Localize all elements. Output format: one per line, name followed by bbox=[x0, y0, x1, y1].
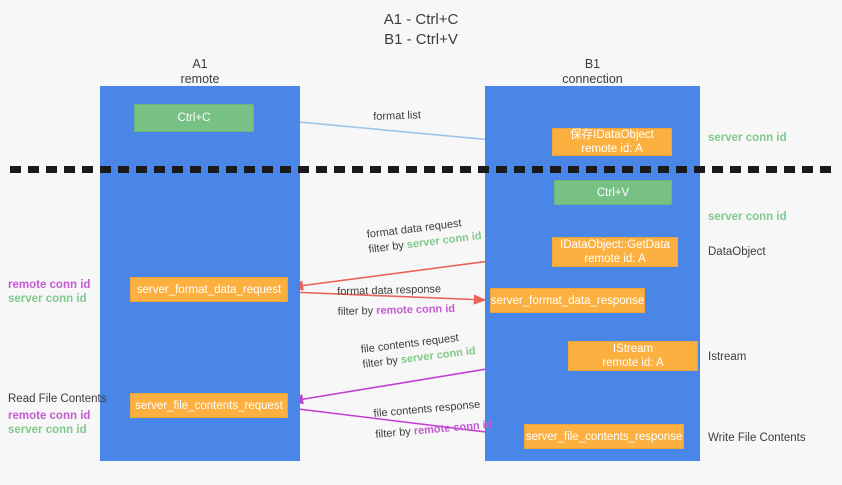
edge-label-format-data-response: format data response filter by remote co… bbox=[337, 282, 455, 320]
box-ctrl-c[interactable]: Ctrl+C bbox=[134, 104, 254, 132]
arrow-file-contents-response bbox=[289, 407, 521, 440]
label-write-file-contents: Write File Contents bbox=[708, 432, 806, 444]
label-dataobject: DataObject bbox=[708, 246, 766, 258]
label-server-conn-id-mid: server conn id bbox=[708, 211, 787, 223]
box-server-file-contents-request[interactable]: server_file_contents_request bbox=[130, 393, 288, 418]
filter-prefix: filter by bbox=[374, 425, 415, 441]
edge-label-format-list-text: format list bbox=[373, 109, 422, 123]
box-ctrl-v[interactable]: Ctrl+V bbox=[554, 180, 672, 205]
label-server-conn-id-1: server conn id bbox=[8, 293, 87, 305]
box-istream[interactable]: IStream remote id: A bbox=[568, 341, 698, 371]
label-server-conn-id-2: server conn id bbox=[8, 424, 87, 436]
box-server-file-contents-response[interactable]: server_file_contents_response bbox=[524, 424, 684, 449]
label-remote-conn-id-2: remote conn id bbox=[8, 410, 91, 422]
label-conn-ids-format: remote conn id server conn id bbox=[8, 278, 90, 306]
label-read-file-contents: Read File Contents bbox=[8, 393, 107, 405]
label-istream: Istream bbox=[708, 351, 747, 363]
column-a1-name: A1 bbox=[192, 57, 208, 71]
label-server-conn-id-top: server conn id bbox=[708, 132, 787, 144]
box-istream-title: IStream bbox=[612, 343, 654, 355]
box-server-file-contents-request-label: server_file_contents_request bbox=[135, 399, 283, 412]
box-server-format-data-response[interactable]: server_format_data_response bbox=[490, 288, 645, 313]
column-header-b1: B1 connection bbox=[485, 57, 700, 87]
label-remote-conn-id-1: remote conn id bbox=[8, 279, 91, 291]
box-idataobject-getdata[interactable]: IDataObject::GetData remote id: A bbox=[552, 237, 678, 267]
box-getdata-remote-id: remote id: A bbox=[584, 253, 646, 265]
column-b1-sub: connection bbox=[562, 72, 623, 86]
box-istream-remote-id: remote id: A bbox=[602, 357, 664, 369]
column-header-a1: A1 remote bbox=[100, 57, 300, 87]
box-idataobject[interactable]: 保存IDataObject remote id: A bbox=[552, 128, 672, 156]
label-conn-ids-file: remote conn id server conn id bbox=[8, 409, 90, 437]
column-a1-sub: remote bbox=[180, 72, 220, 86]
box-ctrl-c-label: Ctrl+C bbox=[177, 112, 211, 124]
box-ctrl-v-label: Ctrl+V bbox=[596, 186, 630, 199]
edge-label-format-list: format list bbox=[373, 108, 421, 125]
box-idataobject-title: 保存IDataObject bbox=[570, 129, 654, 141]
arrow-format-data-response bbox=[289, 291, 487, 305]
column-b1-name: B1 bbox=[584, 57, 601, 71]
filter-prefix: filter by bbox=[337, 304, 377, 318]
box-server-format-data-request-label: server_format_data_request bbox=[136, 283, 282, 296]
filter-prefix: filter by bbox=[361, 354, 402, 371]
box-server-format-data-request[interactable]: server_format_data_request bbox=[130, 277, 288, 302]
filter-prefix: filter by bbox=[367, 239, 408, 256]
filter-target-remote-conn-id: remote conn id bbox=[376, 302, 456, 317]
edge-filter-format-data-response: filter by remote conn id bbox=[338, 302, 456, 320]
box-idataobject-remote-id: remote id: A bbox=[581, 143, 643, 155]
dashed-divider bbox=[10, 166, 832, 173]
box-getdata-title: IDataObject::GetData bbox=[560, 239, 670, 251]
box-server-format-data-response-label: server_format_data_response bbox=[490, 294, 645, 307]
page-title: A1 - Ctrl+C B1 - Ctrl+V bbox=[383, 11, 459, 48]
box-server-file-contents-response-label: server_file_contents_response bbox=[525, 430, 683, 443]
edge-label-format-data-response-text: format data response bbox=[337, 283, 442, 298]
